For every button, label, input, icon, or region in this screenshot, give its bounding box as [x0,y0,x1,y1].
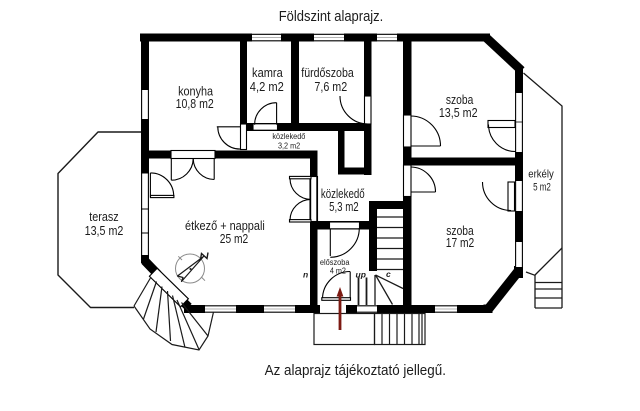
svg-text:közlekedő: közlekedő [321,187,365,201]
svg-text:3,2 m2: 3,2 m2 [278,142,301,151]
svg-text:10,8 m2: 10,8 m2 [176,97,214,111]
svg-text:13,5 m2: 13,5 m2 [439,106,478,120]
svg-text:szoba: szoba [446,224,473,238]
svg-text:terasz: terasz [89,210,118,224]
svg-text:5,3 m2: 5,3 m2 [329,200,359,214]
svg-text:n: n [303,270,308,280]
svg-text:up: up [356,270,366,280]
svg-text:5 m2: 5 m2 [533,182,551,194]
svg-text:c: c [386,269,391,279]
svg-text:4 m2: 4 m2 [330,267,347,276]
svg-text:17 m2: 17 m2 [446,236,475,250]
svg-text:előszoba: előszoba [320,258,350,267]
svg-text:étkező + nappali: étkező + nappali [185,219,265,233]
svg-text:közlekedő: közlekedő [272,132,305,141]
svg-text:Földszint alaprajz.: Földszint alaprajz. [279,9,384,25]
svg-text:13,5 m2: 13,5 m2 [85,224,124,238]
svg-text:Az alaprajz tájékoztató jelleg: Az alaprajz tájékoztató jellegű. [265,363,446,379]
svg-text:szoba: szoba [446,93,473,107]
svg-text:7,6 m2: 7,6 m2 [314,80,347,94]
svg-text:4,2 m2: 4,2 m2 [250,80,284,94]
svg-text:kamra: kamra [252,66,283,80]
svg-text:fürdőszoba: fürdőszoba [301,66,354,80]
svg-text:25 m2: 25 m2 [220,232,248,246]
svg-text:erkély: erkély [528,169,554,181]
svg-text:konyha: konyha [178,85,213,99]
